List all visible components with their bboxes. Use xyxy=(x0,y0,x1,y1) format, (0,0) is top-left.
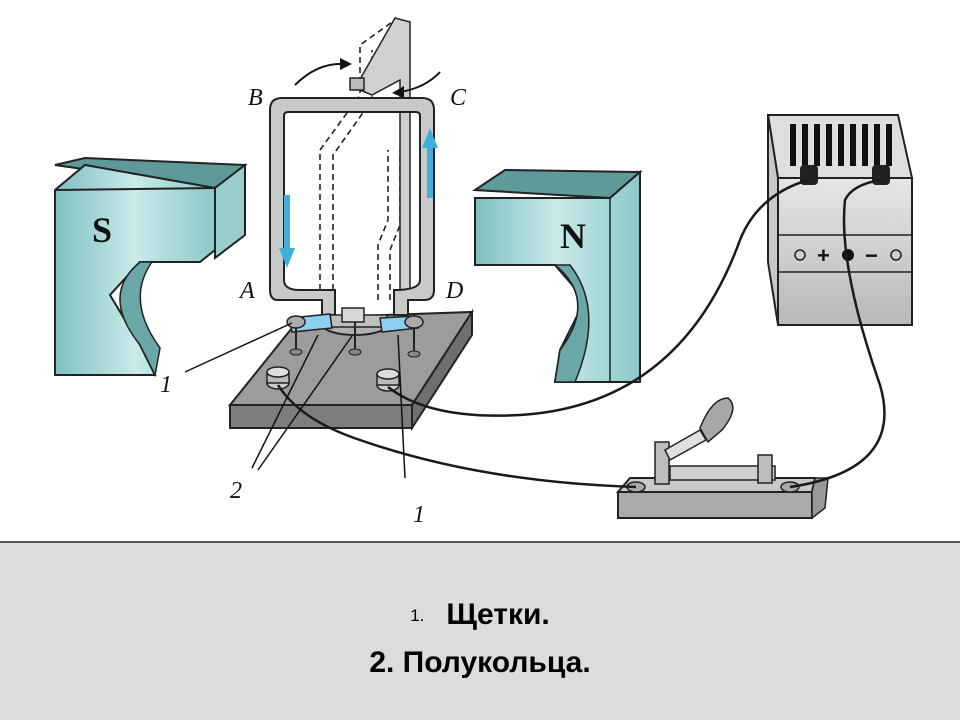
wire-board-to-switch xyxy=(276,384,637,489)
plus-label: + xyxy=(817,243,830,268)
current-arrow-down xyxy=(279,195,295,268)
magnet-n: N xyxy=(471,168,643,383)
vent-grille xyxy=(790,124,892,166)
label-a: A xyxy=(238,278,255,304)
coil-frame xyxy=(269,97,435,316)
power-supply: + − xyxy=(766,114,914,326)
wire-board-to-supply xyxy=(387,178,809,417)
rotated-frame-top xyxy=(353,17,411,297)
caption-item-1-number: 1. xyxy=(410,606,425,625)
terminal-right xyxy=(376,368,400,392)
brush-left xyxy=(286,313,333,356)
caption-item-1-text: Щетки. xyxy=(446,598,550,631)
rotation-arrowhead-right xyxy=(392,86,404,98)
callout-1-left: 1 xyxy=(160,372,172,398)
base-board xyxy=(227,308,474,432)
caption-item-1: 1. Щетки. xyxy=(0,598,960,632)
motor-diagram: S N xyxy=(54,17,914,528)
center-post xyxy=(348,330,362,356)
terminal-left xyxy=(266,366,290,390)
brush-right xyxy=(379,315,424,358)
magnet-s: S xyxy=(54,156,248,378)
pole-s-label: S xyxy=(92,210,112,250)
label-b: B xyxy=(248,85,263,111)
axle-top xyxy=(349,77,365,91)
callout-lines xyxy=(184,322,406,479)
knife-switch xyxy=(615,397,829,520)
rotation-arrow-right xyxy=(399,71,441,93)
current-arrow-up xyxy=(422,128,438,198)
callout-2: 2 xyxy=(230,478,242,504)
pole-n-label: N xyxy=(560,216,586,256)
caption-panel: 1. Щетки. 2. Полукольца. xyxy=(0,541,960,720)
callout-1-right: 1 xyxy=(413,502,425,528)
rotation-arrow-left xyxy=(294,62,346,86)
minus-label: − xyxy=(865,243,878,268)
rotation-arrowhead-left xyxy=(340,58,352,70)
wire-switch-to-supply xyxy=(789,178,886,489)
caption-item-2: 2. Полукольца. xyxy=(369,646,591,679)
wires xyxy=(276,178,886,489)
label-c: C xyxy=(450,85,467,111)
label-d: D xyxy=(445,278,463,304)
